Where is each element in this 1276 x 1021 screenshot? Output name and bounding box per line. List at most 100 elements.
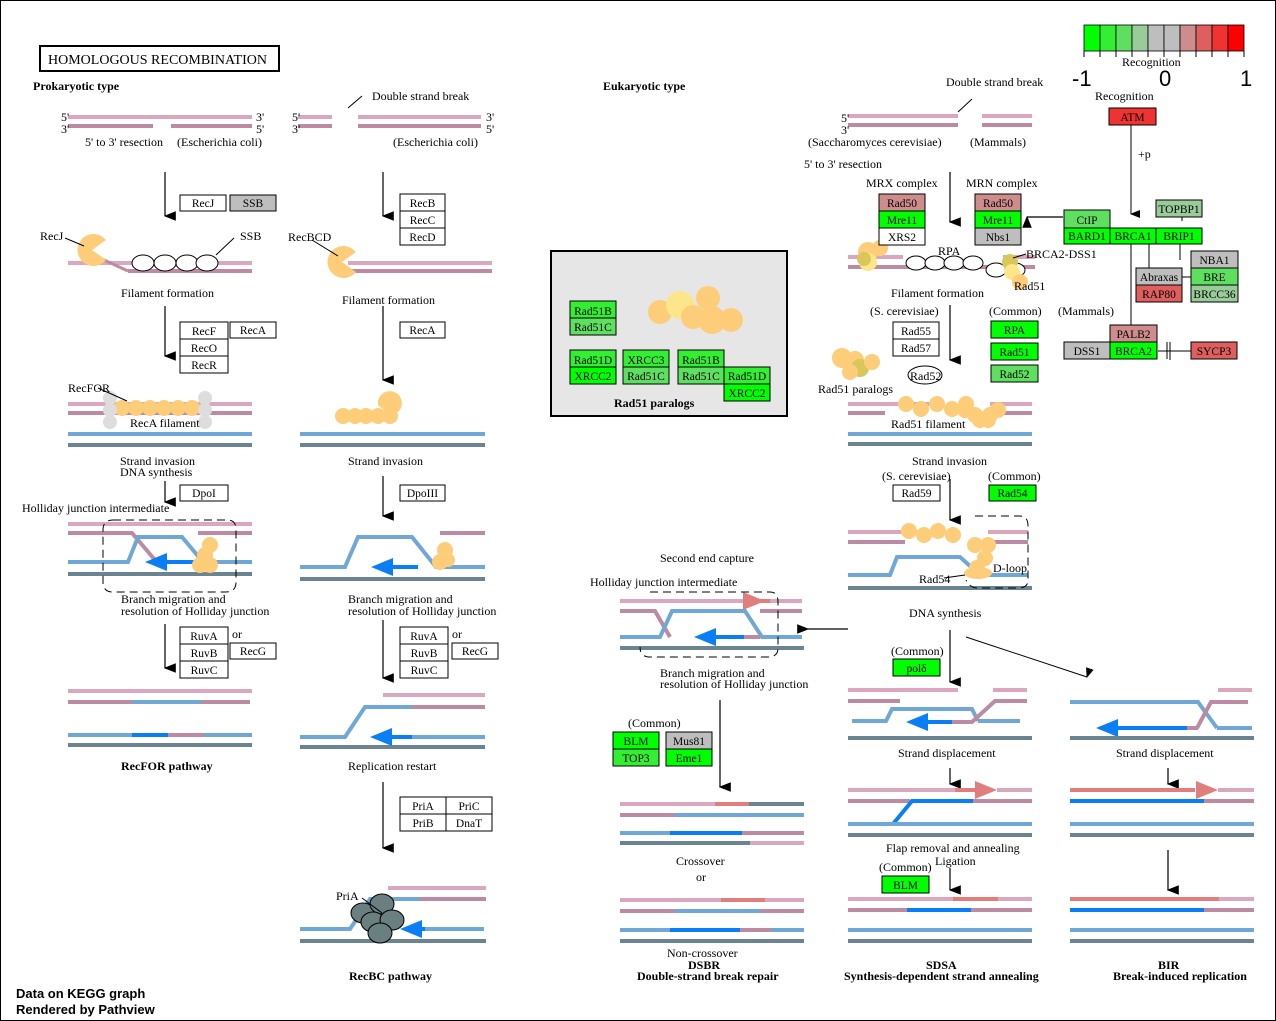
gene-node-mus81[interactable]: Mus81 (665, 731, 713, 750)
gene-node-ctip[interactable]: CtIP (1063, 209, 1111, 229)
gene-node-rad51b[interactable]: Rad51B (677, 349, 725, 369)
gene-node-rad50[interactable]: Rad50 (878, 193, 926, 212)
gene-node-dnat[interactable]: DnaT (445, 813, 493, 832)
leader-line (64, 237, 85, 247)
gene-node-rad59[interactable]: Rad59 (892, 484, 941, 502)
label-filament: Filament formation (121, 286, 214, 300)
synthesis-arrowhead (1096, 719, 1118, 737)
gene-node-ruva[interactable]: RuvA (399, 626, 449, 645)
protein-blob (944, 401, 960, 417)
gene-node-ruva[interactable]: RuvA (179, 626, 229, 645)
synthesis-arrowhead (975, 781, 997, 799)
gene-node-recg[interactable]: RecG (229, 642, 277, 660)
gene-node-rad57[interactable]: Rad57 (892, 338, 940, 357)
gene-node-reco[interactable]: RecO (179, 338, 229, 357)
gene-node-rad50[interactable]: Rad50 (974, 193, 1022, 212)
gene-node-recc[interactable]: RecC (399, 210, 446, 229)
gene-label: Rad51B (682, 355, 720, 367)
leader-line (943, 574, 966, 579)
dna-strand (1070, 700, 1219, 730)
gene-node-mre11[interactable]: Mre11 (878, 210, 926, 229)
gene-node-rad51c[interactable]: Rad51C (622, 366, 670, 385)
gene-node-nba1[interactable]: NBA1 (1190, 250, 1239, 269)
gene-node-ruvb[interactable]: RuvB (179, 643, 229, 662)
label-3prime: 3' (486, 110, 494, 124)
gene-node-dpoi[interactable]: DpoI (179, 484, 229, 502)
ssb-protein (195, 254, 219, 272)
gene-node-recg[interactable]: RecG (451, 642, 499, 660)
gene-node-xrcc3[interactable]: XRCC3 (622, 349, 670, 369)
gene-node-reca[interactable]: RecA (229, 321, 277, 339)
gene-node-xrcc2[interactable]: XRCC2 (723, 383, 771, 402)
gene-node-rad51d[interactable]: Rad51D (569, 349, 617, 369)
gene-node-prib[interactable]: PriB (399, 813, 447, 832)
gene-node-rad55[interactable]: Rad55 (892, 321, 940, 340)
gene-node-rad51c[interactable]: Rad51C (677, 366, 725, 385)
eukaryotic-labels: Double strand break 5' 3' (Saccharomyces… (590, 75, 1247, 983)
gene-node-rad51b[interactable]: Rad51B (569, 300, 617, 320)
ssb-protein (131, 254, 155, 272)
gene-node-rad54[interactable]: Rad54 (988, 484, 1037, 502)
gene-node-pric[interactable]: PriC (445, 796, 493, 815)
gene-node-xrs2[interactable]: XRS2 (878, 227, 926, 246)
gene-node-brca2[interactable]: BRCA2 (1109, 341, 1158, 360)
gene-node-recr[interactable]: RecR (179, 355, 229, 374)
label-or: or (452, 627, 462, 641)
label-ecoli: (Escherichia coli) (177, 135, 262, 149)
gene-node-rad51[interactable]: Rad51 (990, 342, 1039, 361)
gene-node-topbp1[interactable]: TOPBP1 (1155, 199, 1203, 218)
gene-box (399, 227, 446, 246)
gene-node-atm[interactable]: ATM (1108, 107, 1157, 126)
gene-node-abraxas[interactable]: Abraxas (1135, 267, 1183, 286)
gene-node-ruvc[interactable]: RuvC (399, 660, 449, 679)
gene-node-dss1[interactable]: DSS1 (1063, 341, 1111, 360)
leader-line (347, 95, 363, 109)
gene-node-bard1[interactable]: BARD1 (1063, 227, 1111, 245)
gene-node-mre11[interactable]: Mre11 (974, 210, 1022, 229)
gene-label: RuvC (191, 665, 218, 677)
gene-node-ruvb[interactable]: RuvB (399, 643, 449, 662)
gene-node-ruvc[interactable]: RuvC (179, 660, 229, 679)
gene-node-recf[interactable]: RecF (179, 321, 229, 340)
gene-node-bre[interactable]: BRE (1190, 267, 1239, 286)
gene-box (878, 227, 926, 246)
gene-node-recb[interactable]: RecB (399, 193, 446, 212)
gene-node-polδ[interactable]: polδ (892, 658, 941, 677)
gene-label: DSS1 (1074, 346, 1101, 358)
gene-node-rap80[interactable]: RAP80 (1135, 284, 1183, 303)
gene-node-ssb[interactable]: SSB (229, 194, 277, 212)
gene-node-recj[interactable]: RecJ (179, 194, 227, 212)
reca-protein (358, 408, 374, 424)
gene-node-dpoiii[interactable]: DpoIII (399, 484, 446, 502)
gene-label: RecR (191, 360, 217, 372)
gene-node-brcc36[interactable]: BRCC36 (1190, 284, 1239, 303)
gene-node-rad52[interactable]: Rad52 (990, 364, 1039, 383)
paralog-protein (719, 308, 743, 332)
gene-label: RecG (462, 646, 488, 658)
gene-label: PriB (412, 818, 433, 830)
gene-node-brip1[interactable]: BRIP1 (1155, 227, 1203, 245)
gene-node-sycp3[interactable]: SYCP3 (1190, 341, 1238, 360)
gene-box (1155, 199, 1203, 218)
gene-node-blm[interactable]: BLM (881, 875, 930, 894)
gene-node-xrcc2[interactable]: XRCC2 (569, 366, 617, 385)
gene-node-blm[interactable]: BLM (612, 731, 660, 750)
gene-node-nbs1[interactable]: Nbs1 (974, 227, 1022, 246)
gene-node-eme1[interactable]: Eme1 (665, 748, 713, 767)
label-filament: Filament formation (891, 286, 984, 300)
gene-node-recd[interactable]: RecD (399, 227, 446, 246)
gene-node-rpa[interactable]: RPA (990, 320, 1039, 339)
recfor-protein (103, 415, 117, 429)
label-3prime: 3' (61, 122, 69, 136)
gene-node-rad51c[interactable]: Rad51C (569, 317, 617, 336)
gene-node-pria[interactable]: PriA (399, 796, 447, 815)
paralog-protein (698, 306, 726, 334)
label-5prime: 5' (61, 110, 69, 124)
gene-node-brca1[interactable]: BRCA1 (1109, 227, 1157, 245)
gene-box (974, 227, 1022, 246)
gene-node-rad51d[interactable]: Rad51D (723, 366, 771, 385)
gene-node-reca[interactable]: RecA (399, 321, 446, 339)
gene-node-palb2[interactable]: PALB2 (1109, 324, 1158, 343)
gene-box (229, 194, 277, 212)
gene-node-top3[interactable]: TOP3 (612, 748, 660, 767)
